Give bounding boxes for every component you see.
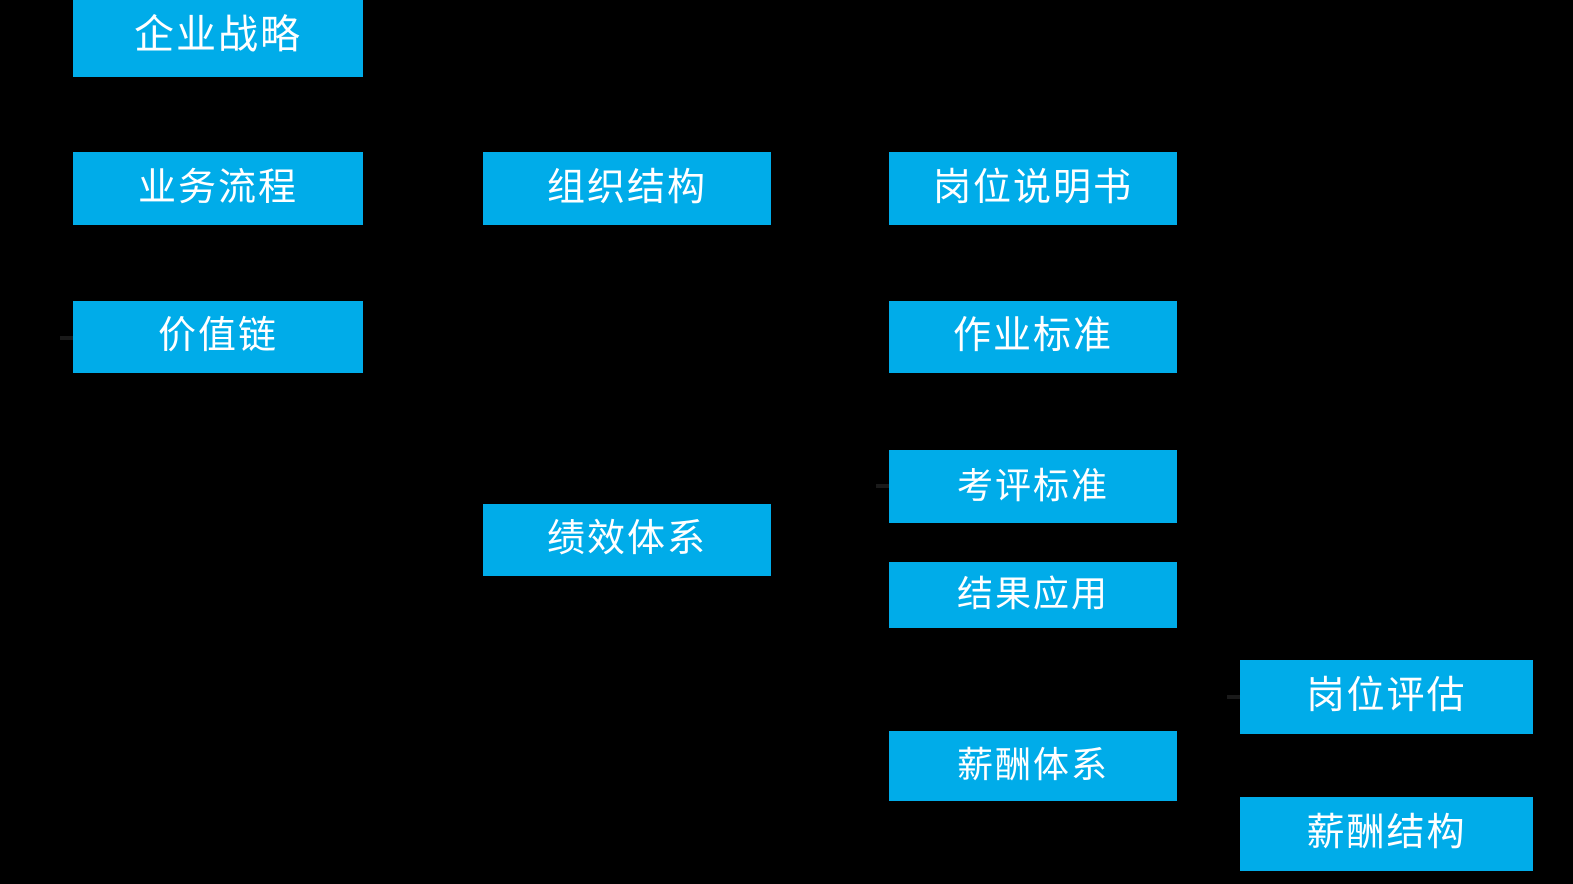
connector-appraisal-left xyxy=(876,484,890,488)
node-label-job-description: 岗位说明书 xyxy=(932,166,1133,209)
node-job-evaluation[interactable]: 岗位评估 xyxy=(1240,660,1533,734)
node-job-description[interactable]: 岗位说明书 xyxy=(889,152,1177,225)
node-label-job-evaluation: 岗位评估 xyxy=(1306,675,1467,717)
node-label-org-structure: 组织结构 xyxy=(546,166,707,209)
node-label-value-chain: 价值链 xyxy=(157,315,278,357)
node-salary-structure[interactable]: 薪酬结构 xyxy=(1240,797,1533,871)
node-label-work-standard: 作业标准 xyxy=(952,315,1113,357)
node-appraisal-standard[interactable]: 考评标准 xyxy=(889,450,1177,523)
node-business-process[interactable]: 业务流程 xyxy=(73,152,363,225)
node-label-result-application: 结果应用 xyxy=(956,573,1109,614)
node-label-salary-structure: 薪酬结构 xyxy=(1306,812,1467,854)
node-performance-system[interactable]: 绩效体系 xyxy=(483,504,771,576)
node-corporate-strategy[interactable]: 企业战略 xyxy=(73,0,363,77)
node-label-corporate-strategy: 企业战略 xyxy=(134,12,302,57)
node-org-structure[interactable]: 组织结构 xyxy=(483,152,771,225)
node-value-chain[interactable]: 价值链 xyxy=(73,301,363,373)
node-label-business-process: 业务流程 xyxy=(137,166,298,209)
node-label-appraisal-standard: 考评标准 xyxy=(956,464,1109,506)
node-result-application[interactable]: 结果应用 xyxy=(889,562,1177,628)
node-compensation-system[interactable]: 薪酬体系 xyxy=(889,731,1177,801)
connector-value-chain-left xyxy=(60,336,74,340)
connector-job-evaluation-left xyxy=(1227,695,1241,699)
node-label-compensation-system: 薪酬体系 xyxy=(956,744,1109,785)
node-label-performance-system: 绩效体系 xyxy=(546,518,707,560)
node-work-standard[interactable]: 作业标准 xyxy=(889,301,1177,373)
